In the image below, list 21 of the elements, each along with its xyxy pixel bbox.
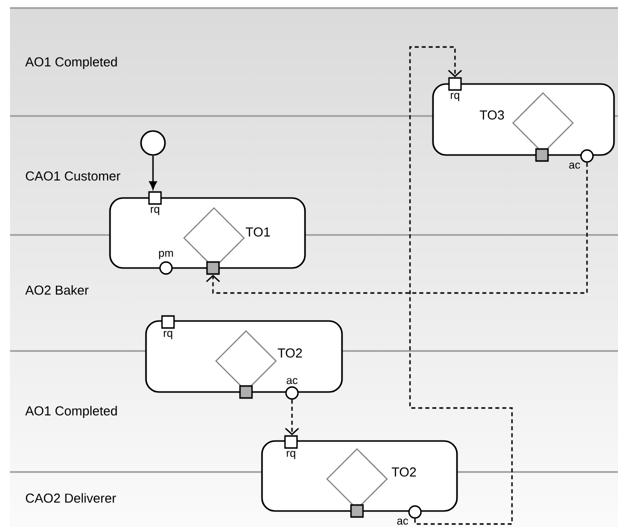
arrow — [409, 46, 513, 525]
arrow — [285, 400, 299, 436]
node-label: pm — [159, 250, 173, 260]
node-label: rq — [164, 330, 172, 340]
arrow — [206, 162, 588, 294]
node-label: ac — [286, 378, 298, 384]
lane-label: CAO1 Customer — [26, 171, 120, 181]
execution-square — [350, 504, 364, 518]
lane-label: AO1 Completed — [25, 406, 117, 418]
node-label: rq — [150, 206, 160, 216]
node-label: ac — [397, 518, 408, 525]
node-label: rq — [450, 92, 460, 102]
arrow — [149, 156, 157, 190]
execution-square — [206, 261, 220, 275]
execution-square — [535, 148, 549, 162]
node-label: rq — [286, 450, 296, 460]
lane-label: AO1 Completed — [25, 56, 117, 70]
lane-label: AO2 Baker — [25, 285, 89, 295]
execution-square — [239, 385, 253, 399]
node-label: ac — [569, 162, 580, 169]
lane-label: CAO2 Deliverer — [26, 493, 116, 503]
